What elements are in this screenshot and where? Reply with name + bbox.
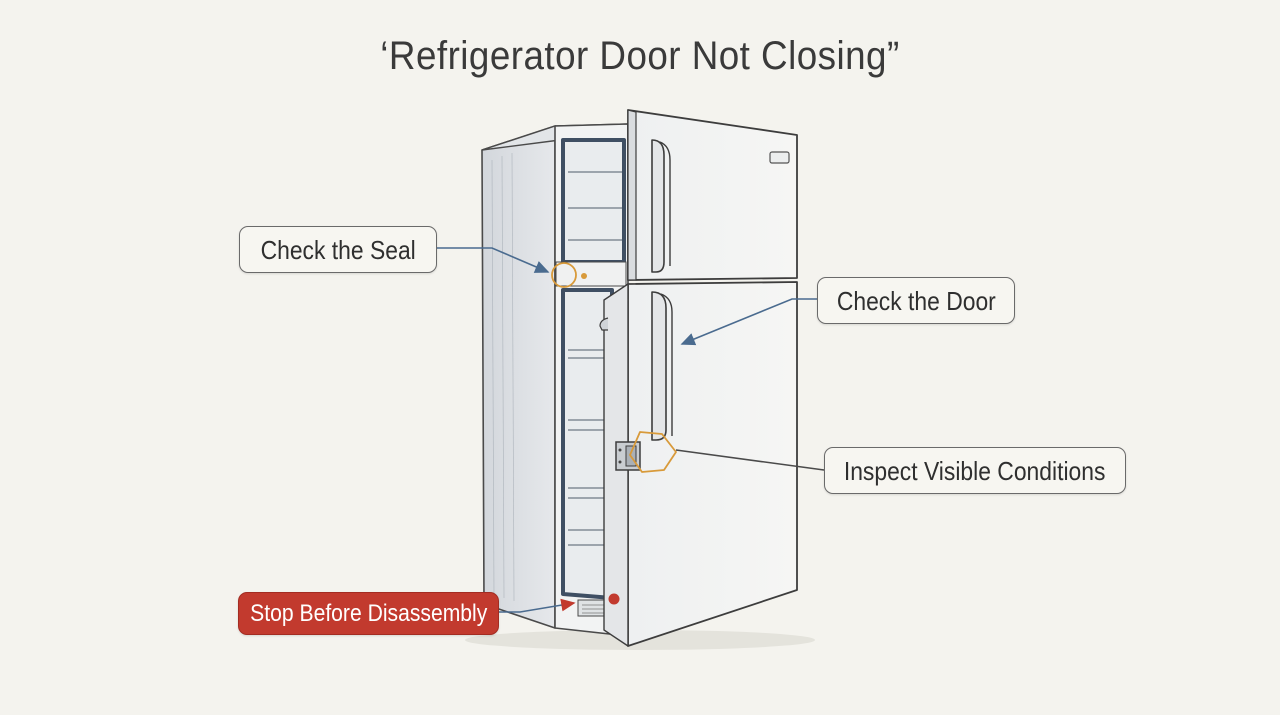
seal-highlight-dot [581, 273, 587, 279]
side-hatching [491, 152, 515, 602]
seal-highlight-circle [551, 262, 577, 288]
check-door-label: Check the Door [836, 285, 996, 316]
fresh-food-shelves [568, 349, 610, 546]
diagram-title: ‘Refrigerator Door Not Closing” [380, 34, 900, 78]
brand-badge [769, 151, 790, 164]
check-door-callout: Check the Door [817, 277, 1015, 324]
seal-leader-arrow [437, 247, 550, 273]
freezer-interior [561, 138, 626, 264]
door-leader-arrow [680, 298, 817, 346]
stop-leader-arrow [499, 598, 576, 613]
freezer-door-edge [627, 109, 637, 281]
hinge-highlight-hexagon [629, 431, 677, 473]
inspect-conditions-label: Inspect Visible Conditions [844, 455, 1106, 486]
stop-marker-dot [608, 593, 620, 605]
compartment-divider [555, 261, 627, 287]
freezer-handle [651, 139, 665, 273]
conditions-leader-line [675, 449, 825, 471]
check-seal-label: Check the Seal [260, 234, 416, 265]
stop-disassembly-callout: Stop Before Disassembly [238, 592, 499, 635]
fresh-food-handle [651, 291, 667, 441]
stop-disassembly-label: Stop Before Disassembly [249, 599, 488, 627]
freezer-shelves [568, 171, 622, 241]
inspect-conditions-callout: Inspect Visible Conditions [824, 447, 1126, 494]
door-hinge [615, 441, 641, 471]
check-seal-callout: Check the Seal [239, 226, 437, 273]
